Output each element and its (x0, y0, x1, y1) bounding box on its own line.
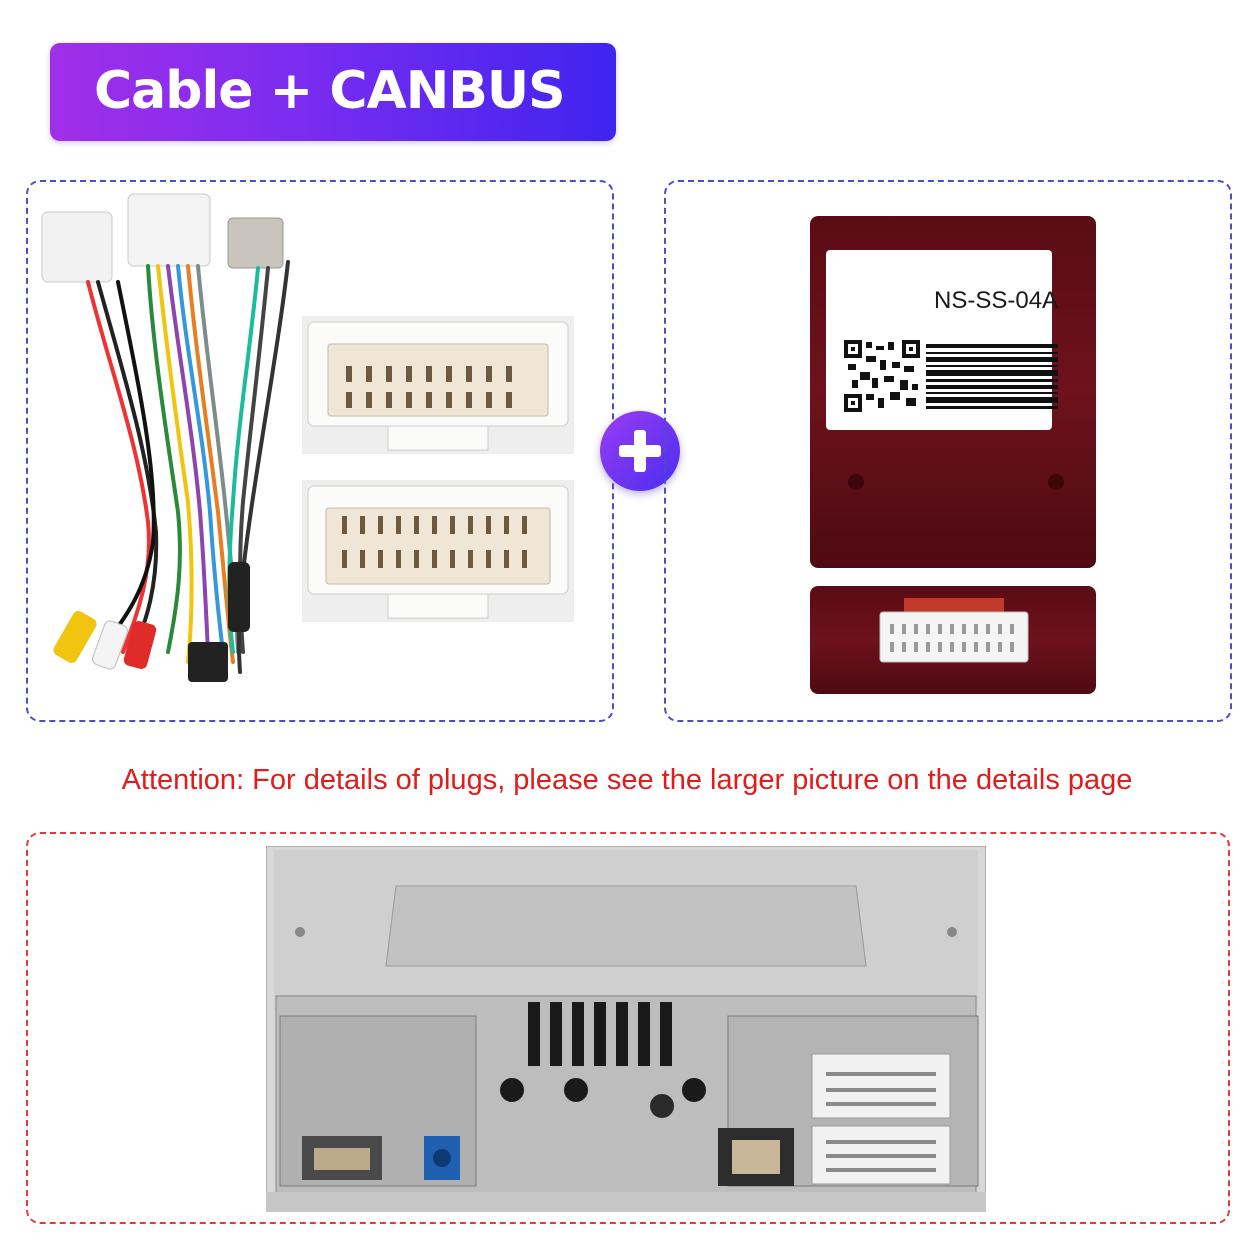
plus-icon (600, 411, 680, 491)
qr-code-icon (844, 340, 920, 412)
attention-notice: Attention: For details of plugs, please … (121, 764, 1133, 796)
barcode-icon (926, 344, 1058, 409)
canbus-box-image (810, 216, 1096, 694)
connector-closeup-top (302, 316, 574, 454)
page-title: Cable + CANBUS (94, 61, 566, 121)
wiring-harness-image (41, 193, 290, 682)
headunit-back-image (266, 846, 986, 1212)
canbus-panel (664, 180, 1232, 722)
headunit-panel (26, 832, 1230, 1224)
canbus-model-label: NS-SS-04A (934, 287, 1059, 314)
connector-closeup-bottom (302, 480, 574, 622)
plus-bar-vertical (634, 430, 646, 472)
title-banner: Cable + CANBUS (50, 43, 616, 141)
